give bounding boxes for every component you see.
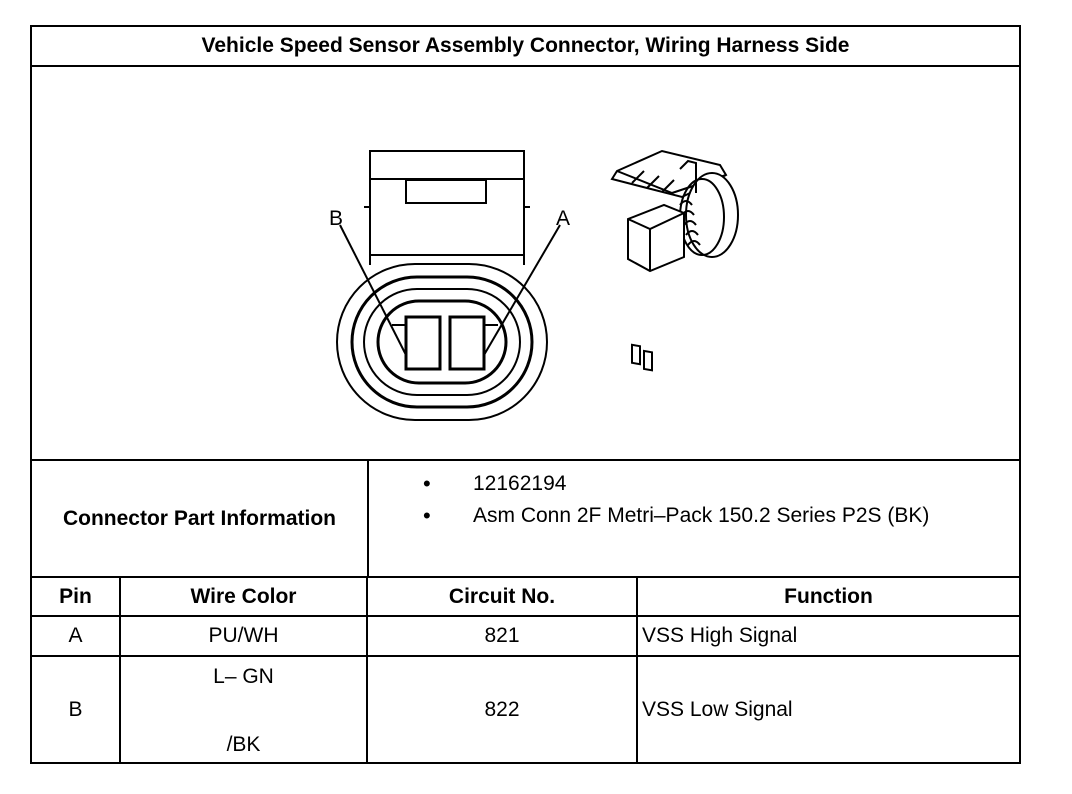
header-wire-color: Wire Color	[119, 578, 368, 617]
table-row: B L– GN /BK 822 VSS Low Signal	[32, 655, 1019, 763]
pin-table-header: Pin Wire Color Circuit No. Function	[32, 578, 1019, 617]
function-cell: VSS High Signal	[636, 615, 1019, 657]
connector-part-info-label: Connector Part Information	[32, 461, 369, 576]
header-circuit-no: Circuit No.	[366, 578, 638, 617]
circuit-cell: 822	[366, 655, 638, 763]
header-pin: Pin	[32, 578, 121, 617]
wire-color-line: /BK	[226, 733, 261, 756]
diagram-title: Vehicle Speed Sensor Assembly Connector,…	[32, 27, 1019, 67]
header-function: Function	[636, 578, 1019, 617]
connector-oval-body	[336, 263, 548, 421]
connector-diagram-frame: Vehicle Speed Sensor Assembly Connector,…	[30, 25, 1021, 764]
connector-part-info-list: • 12162194 • Asm Conn 2F Metri–Pack 150.…	[369, 461, 1019, 576]
connector-illustration: B A	[329, 149, 739, 421]
pin-cell: A	[32, 615, 121, 657]
pin-label-b: B	[329, 207, 343, 230]
function-cell: VSS Low Signal	[636, 655, 1019, 763]
pin-b-leader	[339, 224, 407, 356]
wire-color-line: L– GN	[213, 665, 274, 688]
wire-color-cell: PU/WH	[119, 615, 368, 657]
connector-drawing: B A	[32, 67, 1019, 461]
circuit-cell: 821	[366, 615, 638, 657]
connector-isometric-view	[610, 149, 739, 372]
bullet-icon: •	[423, 503, 431, 528]
wire-color-cell: L– GN /BK	[119, 655, 368, 763]
table-row: A PU/WH 821 VSS High Signal	[32, 615, 1019, 657]
connector-latch-housing	[364, 150, 530, 265]
part-description: Asm Conn 2F Metri–Pack 150.2 Series P2S …	[473, 504, 930, 527]
connector-part-info: Connector Part Information • 12162194 • …	[32, 461, 1019, 578]
bullet-icon: •	[423, 471, 431, 496]
pin-a-leader	[483, 224, 561, 356]
terminal-cavities	[392, 315, 498, 371]
pin-label-a: A	[556, 207, 570, 230]
part-number: 12162194	[473, 472, 567, 495]
pin-cell: B	[32, 655, 121, 763]
pin-table: Pin Wire Color Circuit No. Function A PU…	[32, 578, 1019, 763]
